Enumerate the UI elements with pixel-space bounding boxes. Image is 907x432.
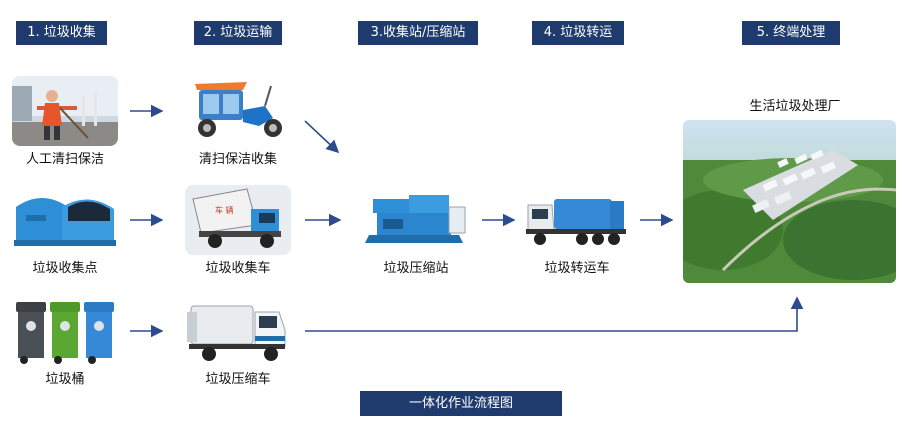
garbage-container-icon <box>12 185 118 255</box>
stage-label-transfer: 4. 垃圾转运 <box>532 21 624 45</box>
node-trash-bins: 垃圾桶 <box>12 296 118 388</box>
node-caption: 垃圾转运车 <box>544 261 610 276</box>
node-caption: 垃圾桶 <box>45 372 85 387</box>
arrow-compactor-to-plant <box>305 296 804 332</box>
node-collection-point: 垃圾收集点 <box>12 185 118 277</box>
svg-text:车 辆: 车 辆 <box>215 205 234 215</box>
stage-label-station: 3.收集站/压缩站 <box>358 21 478 45</box>
wheelie-bins-icon <box>12 296 118 366</box>
compactor-truck-icon <box>185 296 291 366</box>
flow-chart-title: 一体化作业流程图 <box>360 391 562 416</box>
node-caption: 垃圾收集点 <box>32 261 98 276</box>
node-compression-station: 垃圾压缩站 <box>363 185 469 277</box>
node-compactor-truck: 垃圾压缩车 <box>185 296 291 388</box>
plant-title: 生活垃圾处理厂 <box>749 99 841 114</box>
node-caption: 垃圾压缩站 <box>383 261 449 276</box>
node-caption: 清扫保洁收集 <box>198 152 277 167</box>
stage-label-collection: 1. 垃圾收集 <box>16 21 107 45</box>
stage-label-terminal: 5. 终端处理 <box>742 21 840 45</box>
arrow-tricycle-to-station <box>304 120 340 154</box>
node-manual-cleaning: 人工清扫保洁 <box>12 76 118 168</box>
treatment-plant-aerial-icon <box>683 120 896 283</box>
node-caption: 垃圾收集车 <box>205 261 271 276</box>
node-collection-truck: 车 辆 垃圾收集车 <box>185 185 291 277</box>
compression-station-icon <box>363 185 469 255</box>
node-transfer-truck: 垃圾转运车 <box>524 185 630 277</box>
electric-tricycle-icon <box>185 76 291 146</box>
hook-lift-truck-icon: 车 辆 <box>185 185 291 255</box>
stage-label-transport: 2. 垃圾运输 <box>194 21 282 45</box>
node-cleaning-tricycle: 清扫保洁收集 <box>185 76 291 168</box>
node-caption: 人工清扫保洁 <box>25 152 104 167</box>
transfer-truck-icon <box>524 185 630 255</box>
node-caption: 垃圾压缩车 <box>205 372 271 387</box>
street-sweeper-icon <box>12 76 118 146</box>
